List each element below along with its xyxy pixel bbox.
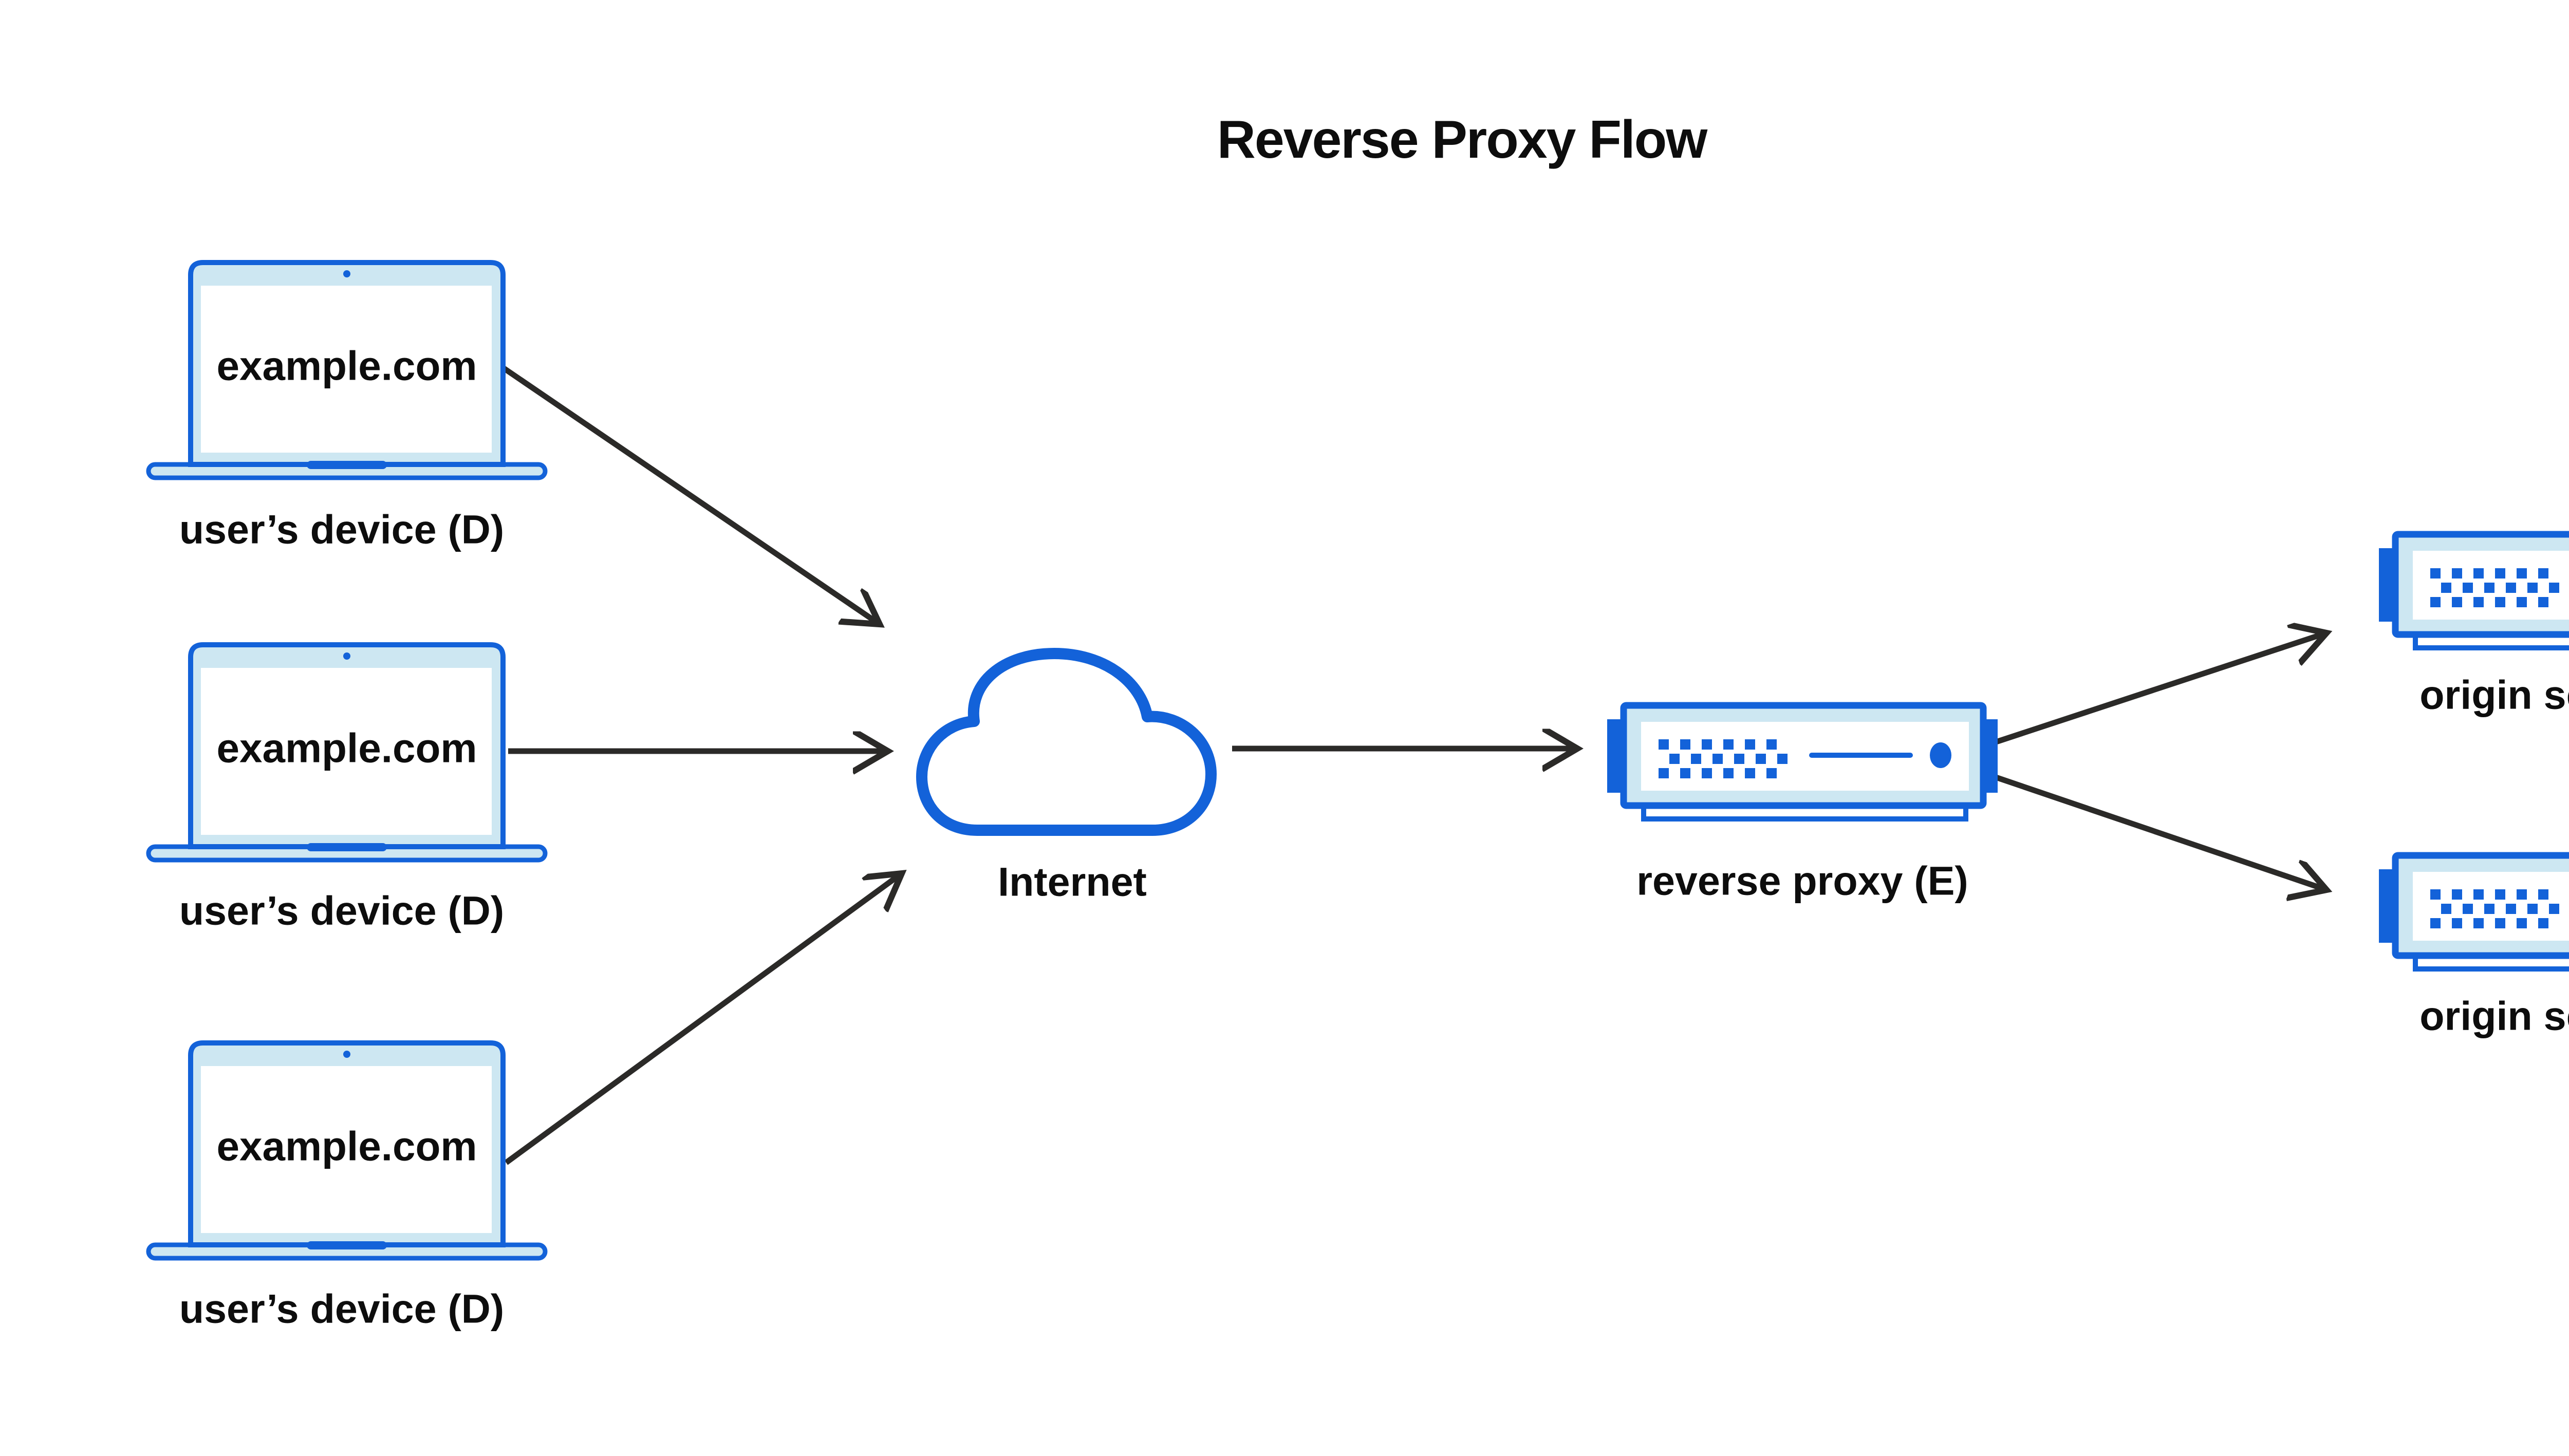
device-2: example.com user’s device (D) — [148, 645, 545, 934]
device-1: example.com user’s device (D) — [148, 263, 545, 552]
device-3-screen-text: example.com — [217, 1124, 477, 1169]
arrow-device1-to-internet — [499, 364, 880, 624]
page-title: Reverse Proxy Flow — [1217, 110, 1708, 170]
arrow-device3-to-internet — [504, 873, 902, 1165]
cloud-icon — [916, 648, 1217, 836]
origin-server-2: origin server (F) — [2379, 855, 2569, 1039]
device-2-screen-text: example.com — [217, 725, 477, 771]
internet-label: Internet — [998, 859, 1147, 905]
server-icon — [2379, 855, 2569, 969]
origin-server-1: origin server (F) — [2379, 534, 2569, 718]
device-1-screen-text: example.com — [217, 343, 477, 389]
reverse-proxy-label: reverse proxy (E) — [1636, 858, 1968, 904]
reverse-proxy: reverse proxy (E) — [1607, 705, 1998, 904]
device-2-label: user’s device (D) — [179, 888, 504, 934]
arrow-reverse-proxy-to-origin1 — [1990, 633, 2326, 746]
server-icon — [2379, 534, 2569, 648]
internet: Internet — [916, 648, 1217, 905]
device-3: example.com user’s device (D) — [148, 1043, 545, 1332]
device-1-label: user’s device (D) — [179, 507, 504, 552]
origin-server-1-label: origin server (F) — [2419, 672, 2569, 718]
device-3-label: user’s device (D) — [179, 1286, 504, 1332]
arrow-reverse-proxy-to-origin2 — [1990, 773, 2326, 890]
arrows-group — [499, 364, 2326, 1165]
origin-server-2-label: origin server (F) — [2419, 993, 2569, 1039]
server-icon — [1607, 705, 1998, 819]
